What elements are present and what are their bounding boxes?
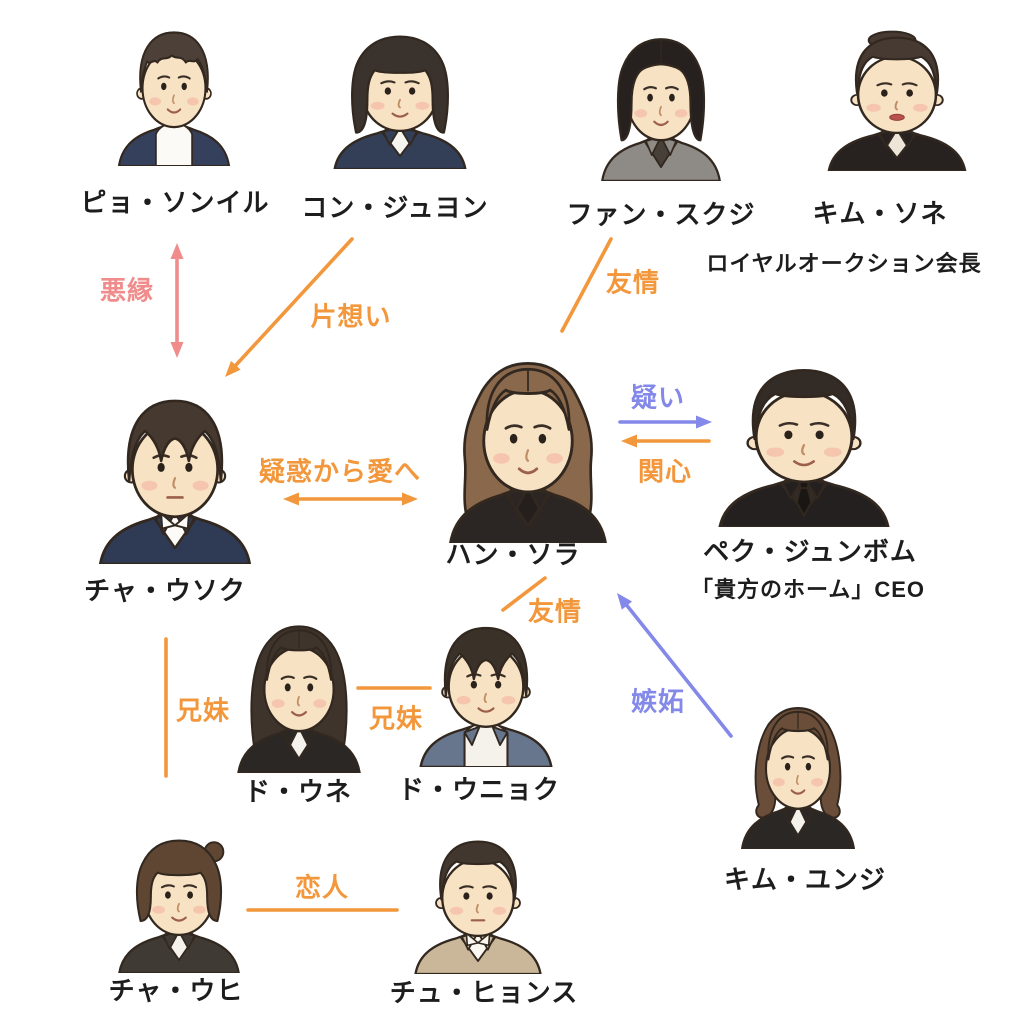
relationship-label-kyodai-left: 兄妹	[175, 695, 231, 726]
relationship-kataomoi	[225, 237, 354, 377]
character-node-kim-yunji	[738, 699, 858, 849]
character-node-do-unyok	[416, 617, 556, 767]
chu-hyonsu-avatar	[414, 840, 542, 974]
relationship-label-utagai: 疑い	[630, 382, 686, 413]
character-name: キム・ソネ	[812, 198, 948, 229]
character-name: ピョ・ソンイル	[80, 187, 270, 218]
kim-yunji-avatar	[740, 707, 856, 849]
relationship-label-kyodai-right: 兄妹	[368, 703, 424, 734]
relationship-label-akuen: 悪縁	[99, 275, 155, 306]
character-node-cha-uhi	[115, 831, 243, 973]
character-subtitle: 「貴方のホーム」CEO	[690, 577, 926, 602]
character-subtitle: ロイヤルオークション会長	[706, 251, 982, 276]
character-name: ド・ウネ	[243, 776, 353, 807]
relationship-yujo-bottom	[501, 576, 547, 612]
cha-uhi-avatar	[118, 839, 240, 973]
character-name: チャ・ウヒ	[108, 975, 244, 1006]
relationship-shitto	[617, 593, 733, 738]
do-unyok-avatar	[419, 626, 553, 767]
han-sora-avatar	[449, 362, 607, 543]
character-name: ド・ウニョク	[397, 774, 561, 805]
relationship-label-koibito: 恋人	[294, 872, 350, 903]
kong-juyon-avatar	[333, 35, 467, 169]
relationship-label-kanshin: 関心	[637, 456, 693, 487]
relationship-label-yujo-bottom: 友情	[527, 596, 583, 627]
character-name: ペク・ジュンボム	[703, 536, 917, 567]
cha-usok-avatar	[98, 399, 252, 564]
character-node-chu-hyonsu	[411, 832, 545, 974]
character-name: キム・ユンジ	[723, 864, 887, 895]
character-node-han-sora	[445, 353, 611, 543]
character-node-hwang-sukji	[598, 29, 724, 181]
character-name: コン・ジュヨン	[301, 192, 489, 223]
relationship-giwaku-kara-ai	[283, 492, 418, 506]
character-node-cha-usok	[95, 388, 255, 564]
character-name: ファン・スクジ	[566, 199, 756, 230]
relationship-label-shitto: 嫉妬	[630, 686, 686, 717]
relationship-label-giwaku-kara-ai: 疑惑から愛へ	[258, 456, 422, 487]
character-node-pyo-sonil	[115, 21, 233, 166]
relationship-label-kataomoi: 片想い	[310, 301, 392, 332]
relationship-utagai	[618, 415, 712, 429]
character-node-do-une	[234, 617, 364, 773]
pyo-sonil-avatar	[117, 30, 231, 166]
hwang-sukji-avatar	[601, 38, 721, 181]
character-name: チャ・ウソク	[84, 575, 246, 606]
relationship-label-yujo-top: 友情	[605, 267, 661, 298]
baek-junbom-avatar	[718, 369, 890, 527]
do-une-avatar	[237, 625, 361, 773]
character-node-baek-junbom	[714, 359, 894, 527]
character-name: チュ・ヒョンス	[389, 977, 579, 1008]
relationship-yujo-top	[560, 237, 613, 333]
character-node-kim-sone	[824, 29, 970, 171]
kim-sone-avatar	[827, 30, 967, 171]
relationship-akuen	[170, 243, 184, 358]
character-name: ハン・ソラ	[445, 539, 581, 570]
character-node-kong-juyon	[330, 27, 470, 169]
relationship-kanshin	[621, 434, 711, 448]
